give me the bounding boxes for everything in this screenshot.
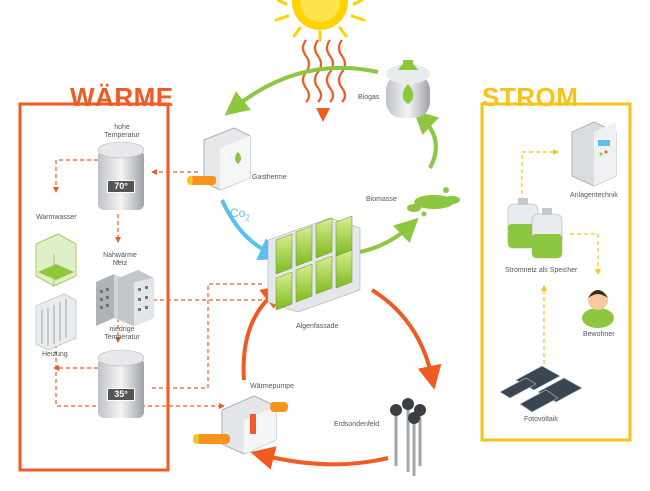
radiator-icon — [35, 293, 77, 351]
label-anlagentechnik: Anlagentechnik — [570, 192, 618, 199]
low-temp-tank-icon — [97, 349, 145, 418]
label-stromnetz: Stromnetz als Speicher — [505, 267, 578, 274]
label-gastherme: Gastherme — [252, 174, 287, 181]
label-erdsondenfeld: Erdsondenfeld — [334, 421, 380, 428]
high-temp-tank-icon — [97, 141, 145, 210]
label-biomasse: Biomasse — [366, 196, 397, 203]
erdsondenfeld-icon — [390, 398, 426, 476]
biomasse-icon — [407, 187, 460, 217]
heat-arrow-down-icon — [316, 108, 330, 122]
label-waermepumpe: Wärmepumpe — [250, 383, 294, 390]
strom-dashed-connectors — [521, 149, 601, 364]
fotovoltaik-icon — [499, 365, 583, 413]
waerme-title: WÄRME — [70, 82, 174, 112]
strom-title: STROM — [482, 82, 579, 112]
label-bewohner: Bewohner — [583, 331, 615, 338]
waermepumpe-icon — [193, 395, 288, 455]
label-heizung: Heizung — [42, 351, 68, 358]
low-temp-display: 35° — [107, 388, 135, 401]
bewohner-icon — [582, 290, 614, 328]
co2-arrow — [220, 199, 283, 261]
shower-icon — [35, 233, 77, 287]
high-temp-display: 70° — [107, 180, 135, 193]
heat-waves-icon — [301, 39, 347, 103]
gastherme-icon — [187, 127, 251, 191]
label-biogas: Biogas — [358, 94, 380, 101]
biogas-tank-icon — [386, 60, 430, 118]
strom-box — [480, 102, 632, 442]
buildings-icon — [96, 270, 154, 326]
battery-icon — [507, 198, 563, 259]
label-fotovoltaik: Fotovoltaik — [524, 416, 558, 423]
label-algenfassade: Algenfassade — [296, 323, 339, 330]
waerme-dashed-connectors — [53, 159, 273, 409]
green-cycle-arrows — [224, 65, 439, 254]
label-co2: Co2 — [230, 206, 250, 223]
label-warmwasser: Warmwasser — [36, 214, 77, 221]
algenfassade-icon — [267, 215, 361, 313]
anlagentechnik-icon — [571, 121, 617, 187]
sun-icon — [274, 0, 366, 42]
waerme-box — [18, 102, 170, 472]
